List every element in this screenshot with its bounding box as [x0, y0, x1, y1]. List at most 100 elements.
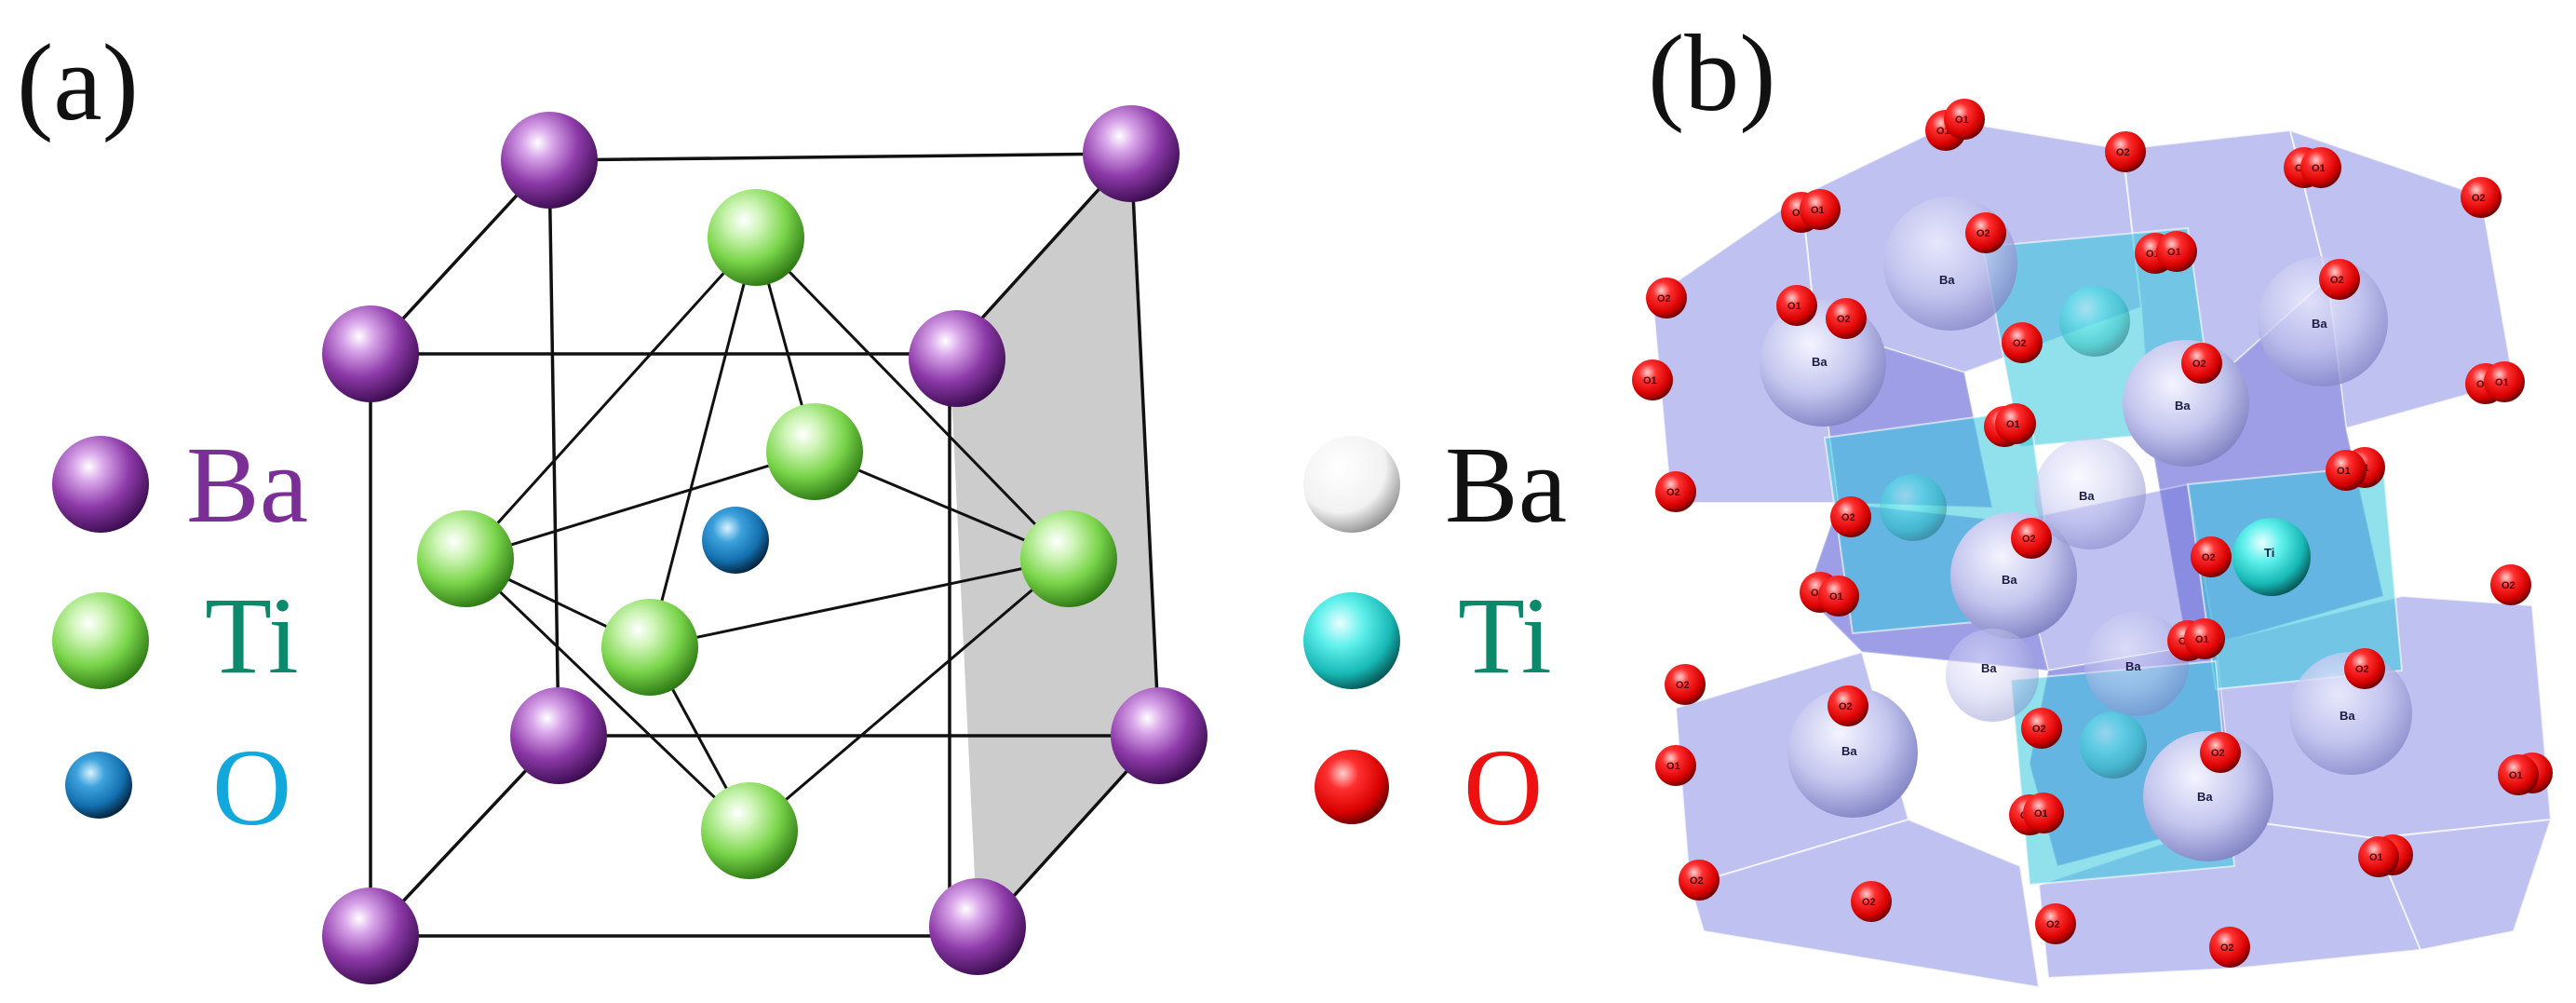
- oxygen-atom: [2011, 518, 2052, 559]
- oxygen-atom: [1965, 212, 2006, 253]
- oxygen-site-label: O2: [2202, 552, 2216, 563]
- oxygen-site-label: O2: [2220, 942, 2234, 954]
- ba-sphere: [2289, 652, 2412, 775]
- ba-site-label: Ba: [2312, 317, 2327, 331]
- legend-ba-swatch-b: [1303, 436, 1400, 533]
- oxygen-site-label: O2: [1837, 314, 1851, 325]
- ba-spheres: Ba Ba Ba Ba Ba Ba Ba Ba Ba Ba Ba: [1760, 197, 2412, 861]
- ti-spheres: Ti: [1880, 286, 2311, 779]
- oxygen-atom: [1655, 471, 1696, 512]
- ba-site-label: Ba: [2125, 659, 2141, 673]
- oxygen-site-label: O2: [2355, 664, 2369, 675]
- ba-sphere: [2034, 438, 2146, 549]
- oxygen-atom: [2319, 259, 2360, 300]
- oxygen-atom: [2300, 147, 2341, 188]
- oxygen-site-label: O2: [2022, 534, 2036, 545]
- oxygen-atom: [1826, 298, 1867, 339]
- oxygen-site-label: O1: [1811, 205, 1825, 216]
- oxygen-atom: [2484, 361, 2525, 402]
- oxygen-atom: [1818, 576, 1859, 617]
- ba-sphere: [1787, 687, 1918, 818]
- ba-site-label: Ba: [2002, 573, 2017, 587]
- ba-atom: [909, 310, 1005, 407]
- legend-ti-swatch-b: [1303, 592, 1400, 689]
- ti-sphere: [1880, 474, 1947, 541]
- oxygen-site-label: O2: [2032, 724, 2046, 735]
- oxygen-site-label: O1: [2509, 770, 2523, 781]
- unit-cell-a: [322, 105, 1207, 984]
- ti-sphere: [2059, 286, 2130, 357]
- legend-a: Ba Ti O: [52, 424, 308, 848]
- oxygen-site-label: O2: [1976, 228, 1990, 239]
- oxygen-site-label: O2: [2502, 580, 2515, 591]
- oxygen-atom: [1679, 860, 1720, 901]
- legend-ba-label-b: Ba: [1445, 424, 1567, 546]
- oxygen-site-label: O2: [1666, 487, 1680, 498]
- oxygen-site-label: O2: [1862, 897, 1876, 908]
- legend-ti-swatch: [52, 592, 149, 689]
- ba-site-label: Ba: [1841, 744, 1857, 758]
- oxygen-atom: [1646, 278, 1687, 319]
- oxygen-atom: [2021, 708, 2062, 749]
- oxygen-atom: [2181, 343, 2222, 384]
- oxygen-atom: [2490, 564, 2531, 605]
- oxygen-site-label: O1: [2167, 247, 2181, 258]
- oxygen-site-label: O2: [1657, 293, 1671, 305]
- oxygen-site-label: O1: [1643, 375, 1657, 386]
- oxygen-atom: [2035, 903, 2076, 944]
- oxygen-atom: [2184, 618, 2225, 659]
- legend-ti-label-b: Ti: [1458, 575, 1552, 697]
- panel-a-label: (a): [17, 21, 139, 143]
- oxygen-atom: [2461, 177, 2502, 218]
- oxygen-atom: [2344, 648, 2385, 689]
- ti-atom: [601, 599, 698, 696]
- oxygen-atom: [2358, 836, 2399, 877]
- ti-sphere: [2232, 518, 2311, 596]
- polyhedral-structure-b: Ba Ba Ba Ba Ba Ba Ba Ba Ba Ba Ba Ti: [1632, 99, 2553, 989]
- ba-atom: [929, 878, 1026, 975]
- ti-atom: [766, 403, 863, 500]
- oxygen-atom: [1800, 189, 1841, 230]
- ti-atom: [1020, 510, 1117, 607]
- oxygen-site-label: O1: [2337, 466, 2351, 477]
- ba-atom: [1111, 687, 1207, 784]
- oxygen-site-label: O1: [2369, 852, 2383, 863]
- ba-sphere: [2143, 731, 2273, 861]
- legend-o-label-b: O: [1463, 726, 1543, 848]
- oxygen-atom: [2191, 536, 2232, 577]
- ba-site-label: Ba: [2197, 790, 2213, 804]
- oxygen-site-label: O1: [2034, 808, 2048, 820]
- oxygen-site-label: O2: [1690, 875, 1704, 887]
- oxygen-atom: [1655, 745, 1696, 786]
- o-atom-center: [702, 507, 769, 574]
- ba-site-label: Ba: [1981, 661, 1997, 675]
- oxygen-site-label: O2: [2116, 147, 2130, 158]
- legend-o-label: O: [212, 726, 291, 848]
- legend-ba-swatch: [52, 436, 149, 533]
- ti-atom: [417, 510, 514, 607]
- panel-b-label: (b): [1648, 12, 1776, 134]
- ba-site-label: Ba: [2340, 709, 2355, 723]
- oxygen-atom: [2002, 322, 2043, 363]
- ba-site-label: Ba: [2079, 489, 2095, 503]
- ba-site-label: Ba: [2175, 399, 2191, 413]
- oxygen-site-label: O1: [2006, 419, 2020, 430]
- oxygen-atom: [1827, 685, 1868, 726]
- ba-site-label: Ba: [1939, 273, 1955, 287]
- oxygen-atom: [2326, 450, 2367, 491]
- ba-sphere: [1946, 629, 2039, 722]
- oxygen-site-label: O2: [2330, 275, 2344, 286]
- oxygen-atom: [2200, 732, 2241, 773]
- ti-atoms: [417, 189, 1117, 879]
- oxygen-atom: [1632, 359, 1673, 400]
- ba-atom: [1083, 105, 1180, 202]
- oxygen-site-label: O2: [2013, 338, 2027, 349]
- oxygen-atom: [2209, 927, 2250, 968]
- oxygen-atom: [2023, 793, 2064, 834]
- oxygen-site-label: O1: [1829, 591, 1843, 603]
- oxygen-atom: [1995, 403, 2036, 444]
- oxygen-atom: [1776, 285, 1817, 326]
- legend-ti-label: Ti: [205, 575, 299, 697]
- legend-ba-label: Ba: [186, 424, 308, 546]
